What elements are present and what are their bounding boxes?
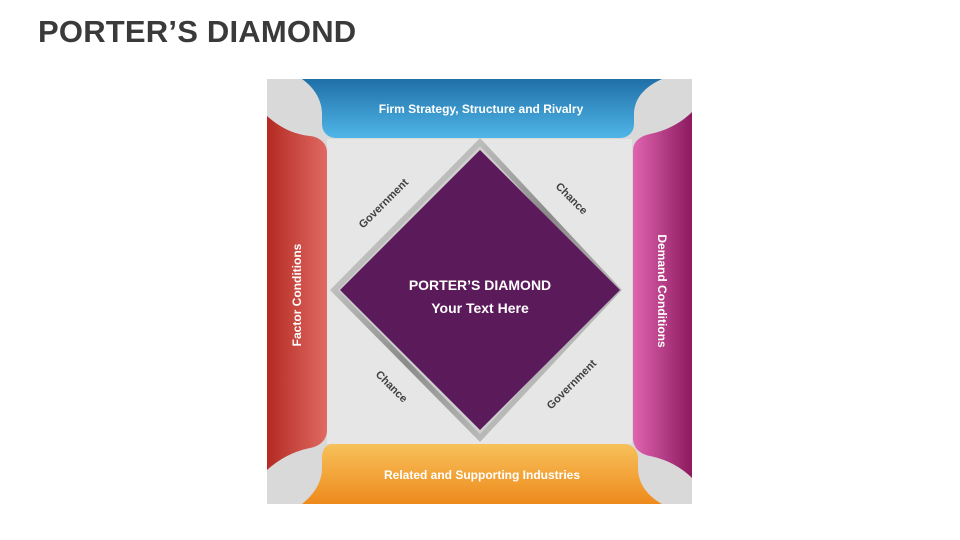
center-text: Your Text Here <box>431 300 529 316</box>
right-bar <box>633 112 692 478</box>
bottom-bar <box>302 444 662 504</box>
left-bar-label: Factor Conditions <box>290 243 304 346</box>
top-bar-label: Firm Strategy, Structure and Rivalry <box>379 102 584 116</box>
page-title: PORTER’S DIAMOND <box>38 14 357 49</box>
center-diamond <box>340 150 620 430</box>
right-bar-label: Demand Conditions <box>655 234 669 348</box>
center-title: PORTER’S DIAMOND <box>409 277 551 293</box>
left-bar <box>267 116 327 470</box>
top-bar <box>302 79 662 138</box>
bottom-bar-label: Related and Supporting Industries <box>384 468 580 482</box>
